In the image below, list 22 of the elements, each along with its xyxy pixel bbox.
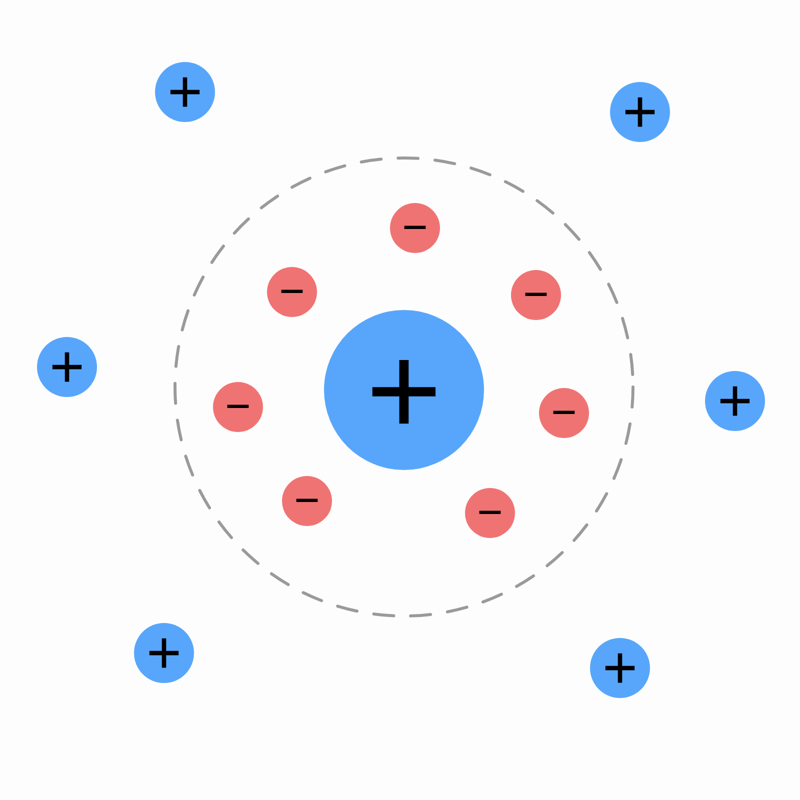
- negative-charge: [213, 382, 263, 432]
- charge-sign: +: [167, 62, 203, 122]
- charge-sign: +: [146, 623, 182, 683]
- charge-sign: +: [622, 82, 658, 142]
- negative-charge: [267, 267, 317, 317]
- charge-sign: −: [477, 491, 503, 535]
- charge-sign: −: [402, 206, 428, 250]
- charge-sign: +: [49, 337, 85, 397]
- charge-sign: −: [225, 385, 251, 429]
- charge-sign: +: [366, 325, 442, 455]
- dashed-boundary-circle: [173, 156, 635, 618]
- negative-charge: [282, 476, 332, 526]
- charge-sign: +: [602, 638, 638, 698]
- negative-charge: [511, 270, 561, 320]
- negative-charge: [539, 388, 589, 438]
- negative-charge: [465, 488, 515, 538]
- charge-sign: +: [717, 371, 753, 431]
- charge-sign: −: [294, 479, 320, 523]
- charge-sign: −: [523, 273, 549, 317]
- charge-sign: −: [551, 391, 577, 435]
- negative-charge: [390, 203, 440, 253]
- charge-sign: −: [279, 270, 305, 314]
